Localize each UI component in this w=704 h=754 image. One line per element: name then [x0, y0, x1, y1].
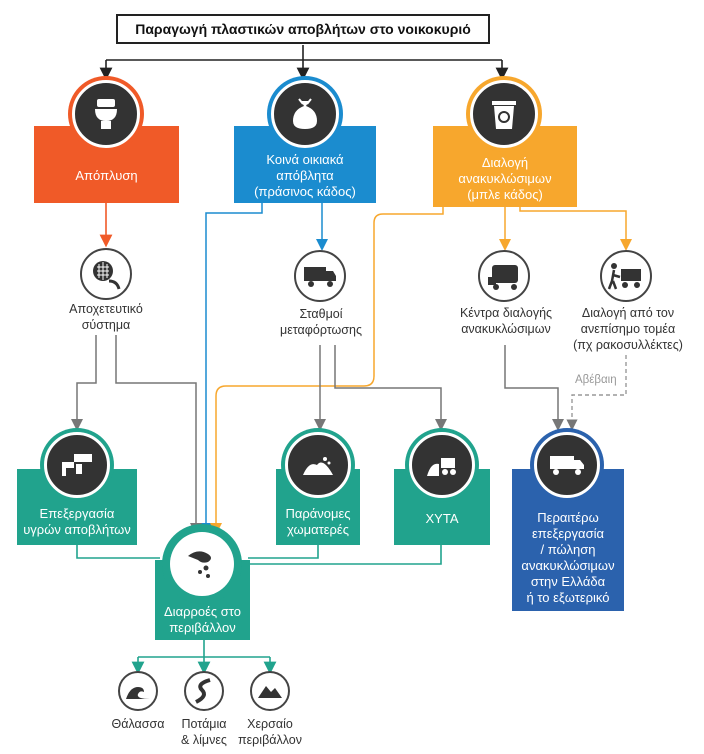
further-processing-label: Περαιτέρω επεξεργασία / πώληση ανακυκλώσ…	[521, 510, 615, 605]
leakage-label: Διαρροές στο περιβάλλον	[164, 604, 241, 635]
mountain-icon	[258, 686, 282, 698]
recycling-centers-circle	[478, 250, 530, 302]
illegal-landfills-label: Παράνομες χωματερές	[285, 506, 351, 537]
dump-pile-icon	[285, 432, 351, 498]
wastewater-box: Επεξεργασία υγρών αποβλήτων	[17, 469, 137, 545]
uncertain-label: Αβέβαιη	[575, 374, 617, 386]
recycling-truck-icon	[488, 265, 518, 290]
further-processing-box: Περαιτέρω επεξεργασία / πώληση ανακυκλώσ…	[512, 469, 624, 611]
rivers-label: Ποτάμια & λίμνες	[181, 717, 227, 747]
illegal-landfills-badge	[281, 428, 355, 502]
landfill-label: ΧΥΤΑ	[425, 511, 459, 526]
leak-hand-icon	[170, 532, 234, 596]
recycling-centers-label: Κέντρα διαλογής ανακυκλώσιμων	[459, 306, 553, 336]
garbage-truck-icon	[304, 267, 336, 287]
river-icon	[195, 678, 211, 704]
general-waste-label: Κοινά οικιακά απόβλητα (πράσινος κάδος)	[254, 151, 356, 199]
recycling-sorting-label: Διαλογή ανακυκλώσιμων (μπλε κάδος)	[458, 154, 552, 202]
land-label: Χερσαίο περιβάλλον	[237, 717, 302, 747]
general-waste-badge	[267, 76, 343, 152]
rivers-circle	[184, 671, 224, 711]
wave-icon	[126, 687, 150, 699]
trash-bag-icon	[271, 80, 339, 148]
landfill-badge	[405, 428, 479, 502]
informal-sorting-label: Διαλογή από τον ανεπίσημο τομέα (πχ ρακο…	[573, 306, 683, 352]
sewer-label: Αποχετευτικό σύστημα	[69, 302, 143, 332]
water-treatment-icon	[44, 432, 110, 498]
recycle-bin-icon	[470, 80, 538, 148]
landfill-truck-icon	[409, 432, 475, 498]
toilet-icon	[72, 80, 140, 148]
transfer-circle	[294, 250, 346, 302]
wastewater-label: Επεξεργασία υγρών αποβλήτων	[23, 506, 131, 537]
leakage-badge	[162, 524, 242, 604]
cart-pusher-icon	[607, 263, 641, 290]
recycling-sorting-badge	[466, 76, 542, 152]
flush-badge	[68, 76, 144, 152]
land-circle	[250, 671, 290, 711]
sewer-grate-icon	[93, 261, 121, 290]
sewer-circle	[80, 248, 132, 300]
sea-label: Θάλασσα	[111, 717, 165, 731]
transfer-label: Σταθμοί μεταφόρτωσης	[280, 307, 362, 337]
flush-label: Απόπλυση	[75, 167, 138, 183]
further-processing-badge	[530, 428, 604, 502]
sea-circle	[118, 671, 158, 711]
informal-sorting-circle	[600, 250, 652, 302]
truck-icon	[534, 432, 600, 498]
diagram-title: Παραγωγή πλαστικών αποβλήτων στο νοικοκυ…	[116, 14, 490, 44]
wastewater-badge	[40, 428, 114, 502]
